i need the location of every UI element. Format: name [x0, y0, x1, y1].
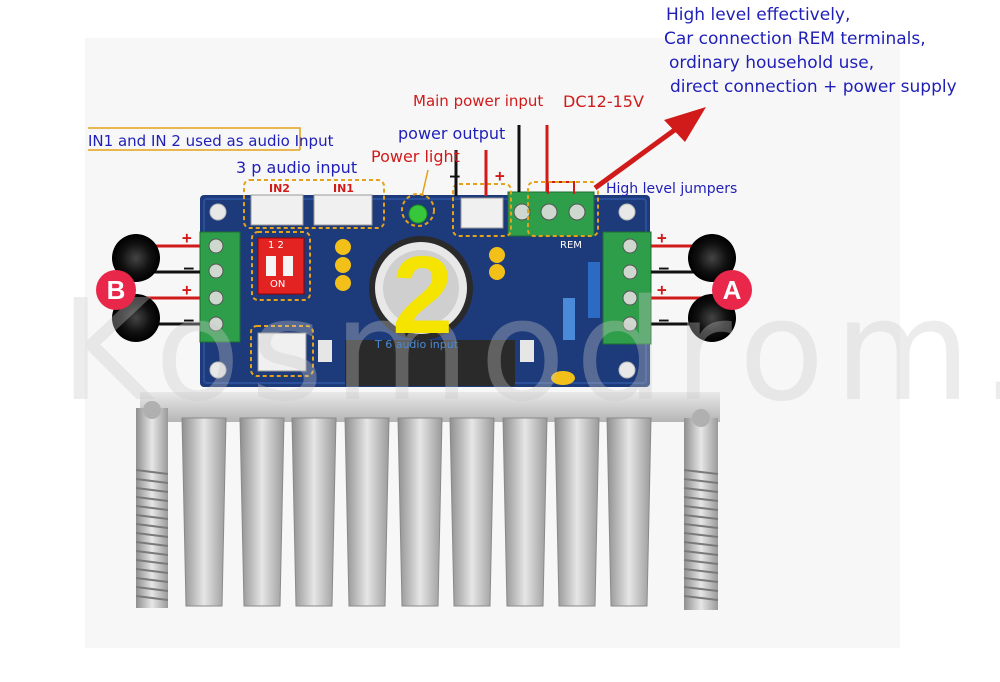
right-speaker-terminal [588, 231, 652, 345]
heatsink-groove [135, 541, 169, 547]
heatsink-groove [135, 532, 169, 538]
speaker-right-top [688, 234, 736, 282]
in1-in2-note-label: IN1 and IN 2 used as audio Input [88, 132, 334, 150]
high-level-note-line3: ordinary household use, [669, 53, 875, 73]
heatsink-left-fin [136, 401, 168, 608]
heatsink-groove [135, 550, 169, 556]
in1-connector [313, 194, 373, 226]
ceramic-capacitors [335, 239, 575, 385]
heatsink-groove [683, 496, 719, 502]
rem-label: REM [560, 240, 582, 251]
heatsink-fin [344, 417, 390, 607]
small-component [318, 340, 332, 362]
polarity-minus-power: – [450, 166, 460, 185]
heatsink-groove [135, 559, 169, 565]
heatsink-fin [239, 417, 285, 607]
heatsink-groove [683, 595, 719, 601]
dip-switch [257, 237, 305, 295]
high-level-note-line4: direct connection + power supply [670, 77, 957, 97]
in2-label: IN2 [269, 182, 290, 195]
heatsink-fin [181, 417, 227, 607]
heatsink-groove [683, 532, 719, 538]
high-level-note-line2: Car connection REM terminals, [664, 29, 926, 49]
three-p-audio-input-label: 3 p audio input [236, 158, 358, 177]
in2-connector [250, 194, 304, 226]
highlight-boxes [243, 179, 599, 377]
heatsink-groove [135, 487, 169, 493]
heatsink-groove [135, 478, 169, 484]
heatsink-groove [135, 514, 169, 520]
heatsink-groove [683, 577, 719, 583]
audio-input-board-text: T 6 audio input [375, 338, 458, 351]
power-led [408, 204, 428, 224]
small-component [520, 340, 534, 362]
heatsink-groove [135, 469, 169, 475]
heatsink-groove [683, 514, 719, 520]
heatsink-fin [291, 417, 337, 607]
speaker-b-badge: B [96, 270, 136, 310]
heatsink-groove [135, 496, 169, 502]
heatsink-fin [554, 417, 600, 607]
heatsink-groove [135, 505, 169, 511]
heatsink-groove [135, 523, 169, 529]
heatsink-groove [683, 550, 719, 556]
heatsink-groove [683, 586, 719, 592]
main-power-input-label: Main power input [413, 92, 544, 110]
polarity-plus-power: + [495, 166, 505, 185]
heatsink-groove [683, 487, 719, 493]
heatsink-fin [397, 417, 443, 607]
heatsink-fin [606, 417, 652, 607]
heatsink-groove [683, 478, 719, 484]
heatsink-groove [683, 523, 719, 529]
heatsink-groove [683, 568, 719, 574]
heatsink-groove [683, 505, 719, 511]
speaker-left-top [112, 234, 160, 282]
heatsink-groove [683, 559, 719, 565]
polarity-minus-left-2: – [184, 310, 194, 329]
polarity-minus-left-1: – [184, 258, 194, 277]
heatsink-groove [135, 595, 169, 601]
heatsink-groove [135, 568, 169, 574]
polarity-plus-left-2: + [182, 280, 192, 299]
polarity-minus-right-2: – [659, 310, 669, 329]
resistor [563, 298, 575, 340]
speaker-a-badge: A [712, 270, 752, 310]
polarity-plus-right-2: + [657, 280, 667, 299]
red-arrow [593, 107, 706, 191]
electrolytic-capacitor [369, 236, 473, 340]
big-digit-label: 2 [392, 234, 454, 357]
in1-label: IN1 [333, 182, 354, 195]
polarity-minus-right-1: – [659, 258, 669, 277]
heatsink-groove [683, 541, 719, 547]
power-terminal-block [507, 181, 595, 237]
power-output-connector [460, 197, 504, 229]
three-pin-audio-connector [257, 332, 307, 372]
dip-switch-numbers: 1 2 [268, 240, 284, 251]
dc-voltage-label: DC12-15V [563, 92, 644, 111]
heatsink-groove [683, 469, 719, 475]
power-light-label: Power light [371, 147, 460, 166]
dip-switch-on: ON [270, 279, 286, 290]
heatsink-groove [135, 577, 169, 583]
polarity-plus-right-1: + [657, 228, 667, 247]
heatsink [135, 392, 720, 610]
heatsink-fin [449, 417, 495, 607]
heatsink-fin [502, 417, 548, 607]
left-speaker-terminal [199, 231, 241, 343]
watermark: Kosmodrom.ua [60, 270, 1000, 433]
heatsink-groove [135, 586, 169, 592]
polarity-plus-left-1: + [182, 228, 192, 247]
high-level-note-line1: High level effectively, [666, 5, 851, 25]
power-output-label: power output [398, 124, 506, 143]
amplifier-ic [345, 340, 515, 386]
pcb-board [199, 181, 652, 387]
high-level-jumpers-label: High level jumpers [606, 181, 738, 197]
wires [88, 125, 712, 326]
